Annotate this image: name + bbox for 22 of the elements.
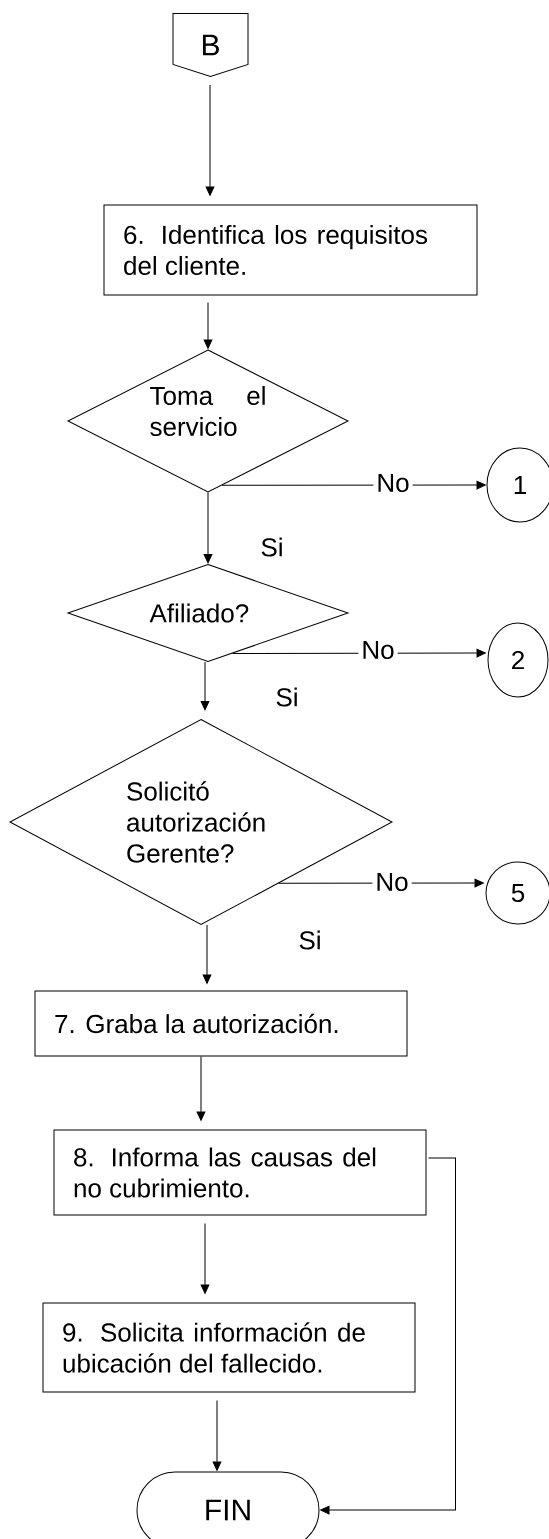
edge-label: Si: [257, 534, 287, 560]
arrow: [202, 924, 212, 984]
arrow: [205, 84, 215, 196]
edge-label: No: [372, 869, 412, 895]
arrow: [221, 480, 486, 490]
arrow: [203, 492, 213, 564]
arrow: [232, 648, 486, 658]
arrow: [196, 1056, 206, 1121]
process-box: 7. Graba la autorización.: [34, 990, 408, 1057]
edge-label: Si: [295, 927, 325, 953]
process-box: 6. Identifica los requisitos del cliente.: [103, 204, 478, 296]
arrow: [203, 302, 213, 349]
edge-label: No: [358, 637, 398, 663]
arrow: [320, 1157, 456, 1515]
arrow: [212, 1400, 222, 1471]
edge-label: Si: [272, 684, 302, 710]
arrow: [200, 1223, 210, 1294]
off-page-connector: B: [172, 13, 249, 77]
process-box: 9. Solicita información de ubicación del fallecido.: [42, 1302, 416, 1393]
process-box: 8. Informa las causas del no cubrimiento.: [53, 1129, 427, 1216]
edge-label: No: [373, 470, 413, 496]
arrow: [200, 661, 210, 711]
